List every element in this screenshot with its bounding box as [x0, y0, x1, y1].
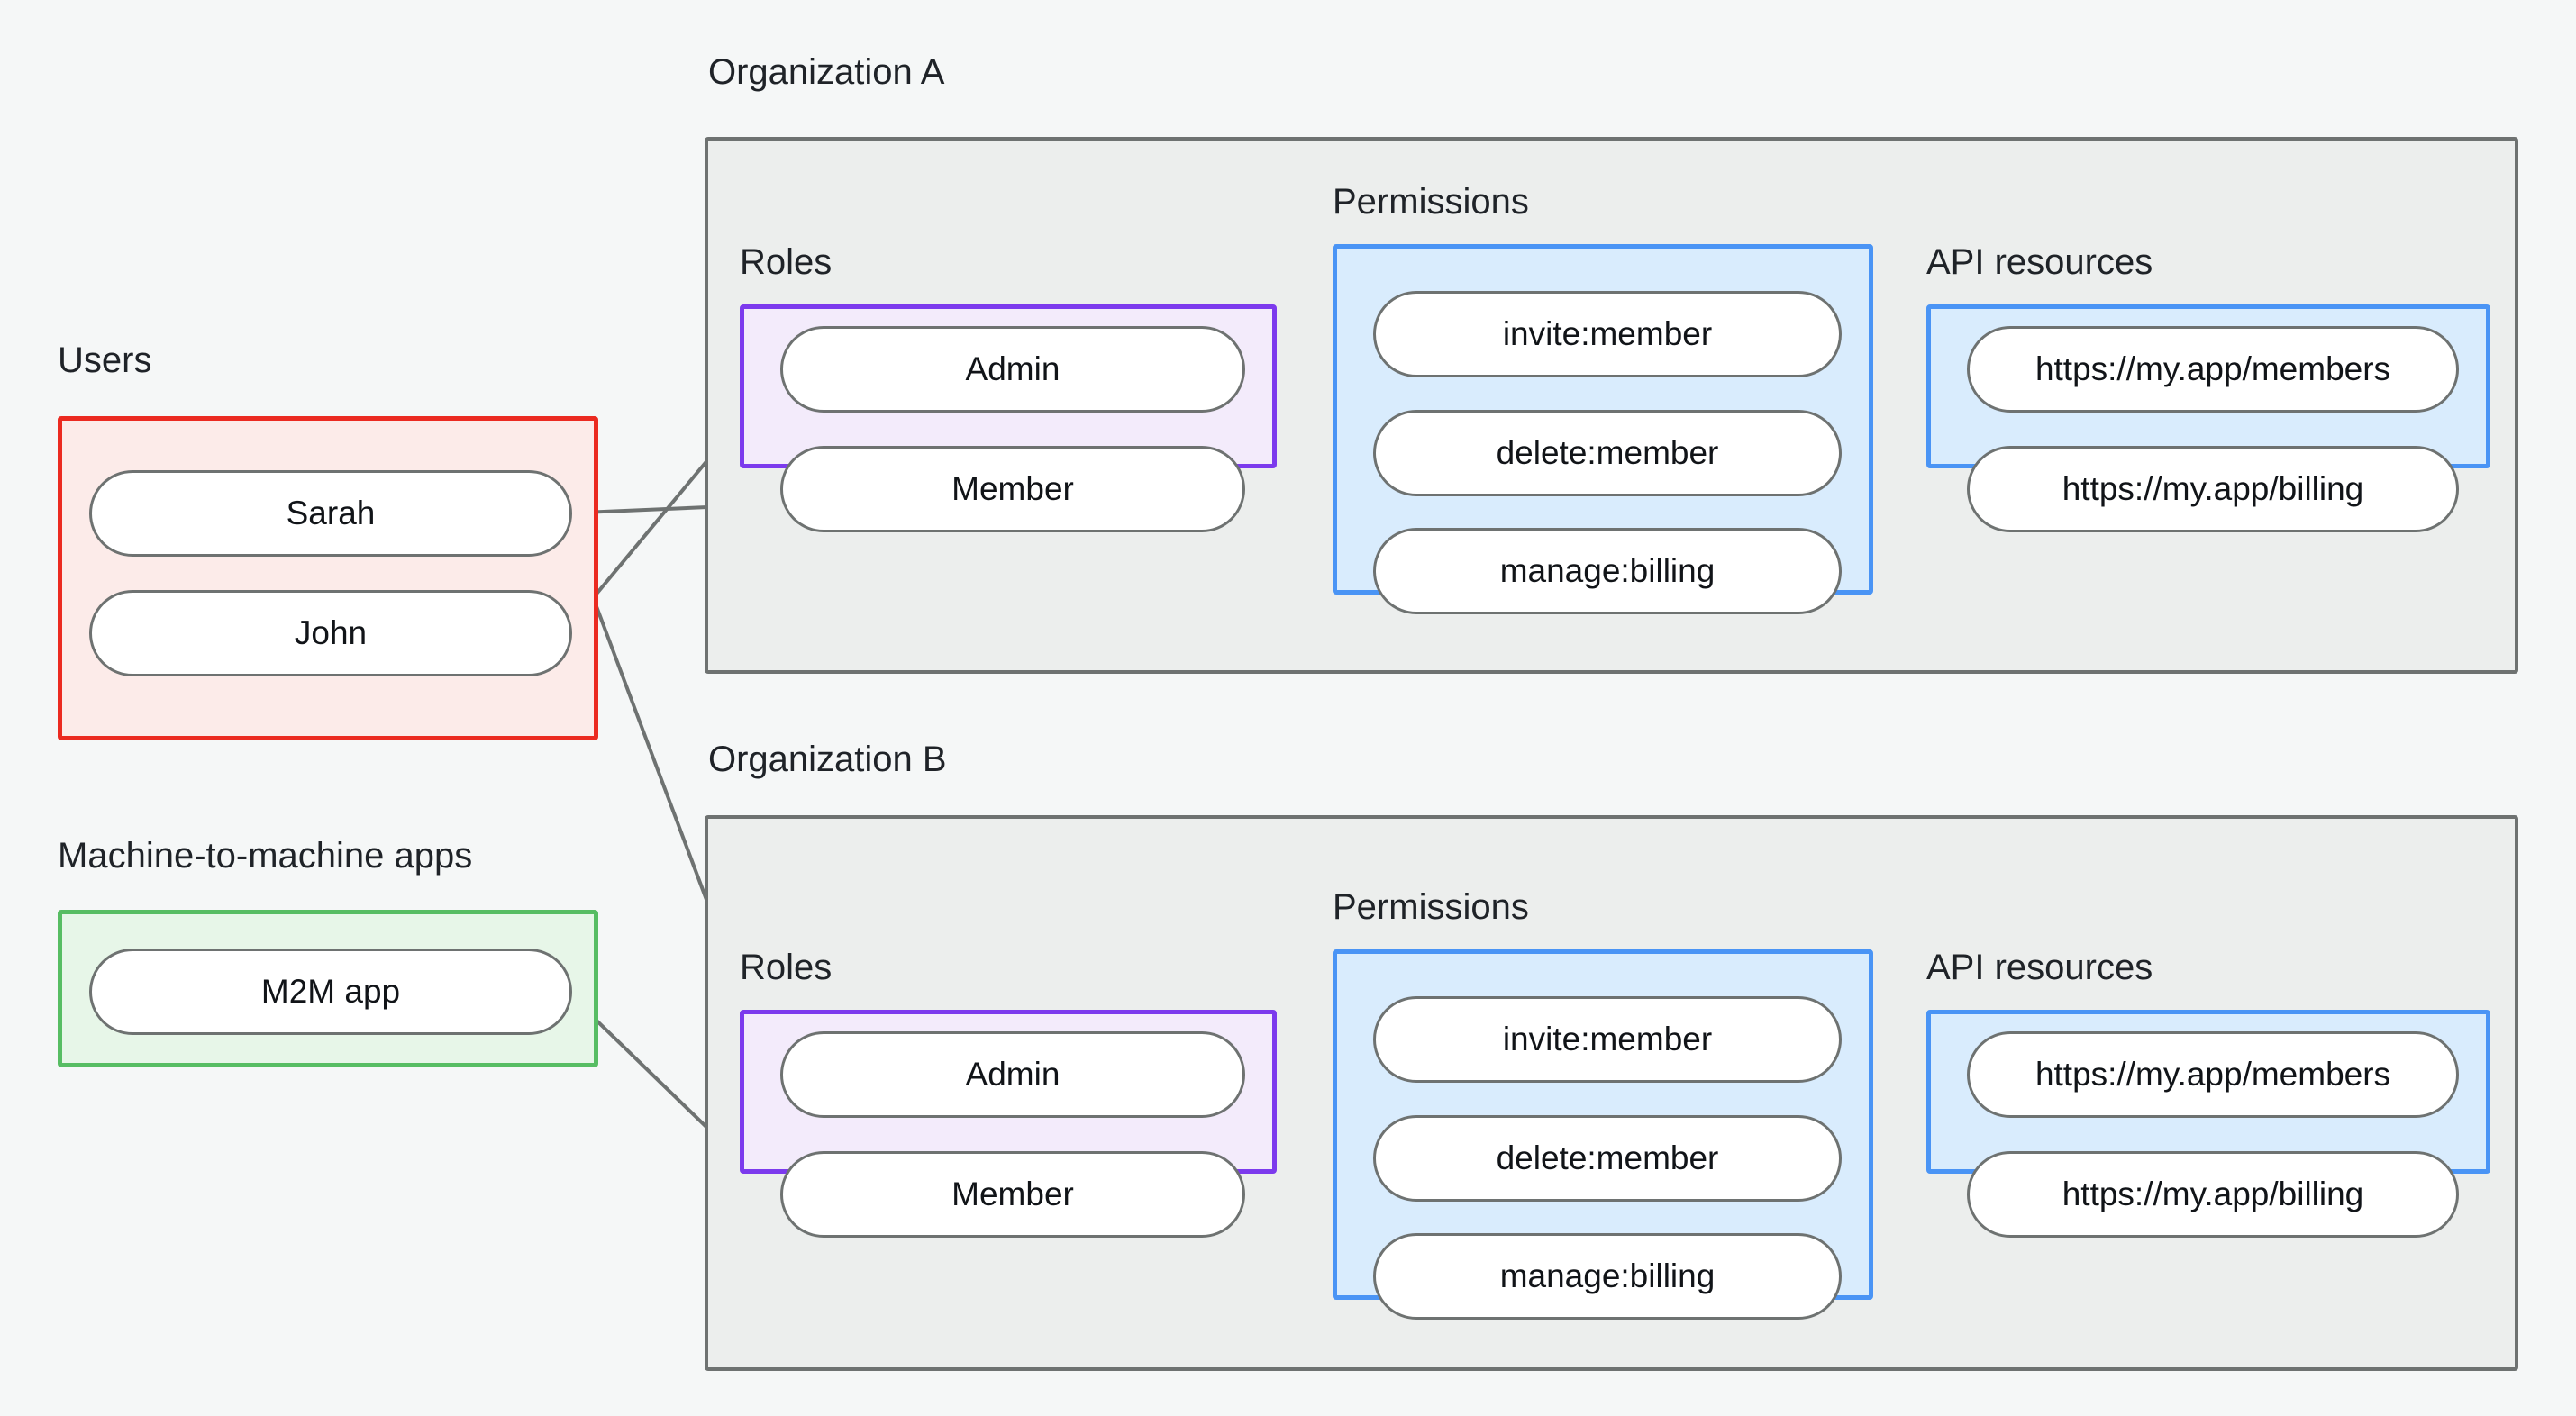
user-pill-john[interactable]: John	[89, 590, 572, 676]
org-b-api-label-members: https://my.app/members	[2034, 1056, 2391, 1093]
user-pill-sarah[interactable]: Sarah	[89, 470, 572, 557]
org-b-permission-label-billing: manage:billing	[1499, 1257, 1716, 1294]
org-b-permission-pill-invite[interactable]: invite:member	[1373, 996, 1842, 1083]
org-b-role-pill-admin[interactable]: Admin	[780, 1031, 1245, 1118]
org-a-roles-label: Roles	[740, 242, 833, 282]
org-a-role-label-member: Member	[951, 470, 1074, 507]
org-a-api-label-members: https://my.app/members	[2034, 350, 2391, 387]
org-a-api-container: https://my.app/members https://my.app/bi…	[1926, 304, 2490, 532]
users-group-label: Users	[58, 340, 152, 380]
m2m-label-app: M2M app	[260, 973, 401, 1010]
org-b-roles-container: Admin Member	[740, 1010, 1277, 1238]
org-b-api-pill-members[interactable]: https://my.app/members	[1967, 1031, 2459, 1118]
user-label-sarah: Sarah	[286, 495, 376, 531]
org-b-permissions-container: invite:member delete:member manage:billi…	[1333, 949, 1873, 1320]
org-b-permission-pill-delete[interactable]: delete:member	[1373, 1115, 1842, 1202]
org-b-role-label-member: Member	[951, 1175, 1074, 1212]
org-b-api-label-billing: https://my.app/billing	[2062, 1175, 2364, 1212]
org-b-roles-label: Roles	[740, 948, 833, 987]
org-b-api-container: https://my.app/members https://my.app/bi…	[1926, 1010, 2490, 1238]
org-a-api-label: API resources	[1926, 242, 2153, 282]
org-b-api-pill-billing[interactable]: https://my.app/billing	[1967, 1151, 2459, 1238]
org-a-permissions-container: invite:member delete:member manage:billi…	[1333, 244, 1873, 614]
org-b-title: Organization B	[708, 740, 947, 779]
org-b-api-label: API resources	[1926, 948, 2153, 987]
org-a-role-pill-admin[interactable]: Admin	[780, 326, 1245, 413]
org-a-api-label-billing: https://my.app/billing	[2062, 470, 2364, 507]
user-label-john: John	[294, 614, 368, 651]
m2m-container: M2M app	[58, 910, 598, 1067]
org-a-container: Roles Admin Member Permissions invite:me…	[705, 137, 2518, 674]
org-a-permission-pill-invite[interactable]: invite:member	[1373, 291, 1842, 377]
org-a-permission-pill-delete[interactable]: delete:member	[1373, 410, 1842, 496]
org-a-title: Organization A	[708, 52, 945, 92]
org-b-permissions-label: Permissions	[1333, 887, 1529, 927]
org-a-permissions-label: Permissions	[1333, 182, 1529, 222]
org-a-permission-label-invite: invite:member	[1502, 315, 1713, 352]
org-a-api-pill-members[interactable]: https://my.app/members	[1967, 326, 2459, 413]
org-a-permission-label-delete: delete:member	[1496, 434, 1719, 471]
m2m-pill-app[interactable]: M2M app	[89, 949, 572, 1035]
users-container: Sarah John	[58, 416, 598, 740]
org-b-permission-label-invite: invite:member	[1502, 1021, 1713, 1057]
org-b-role-pill-member[interactable]: Member	[780, 1151, 1245, 1238]
org-a-permission-pill-billing[interactable]: manage:billing	[1373, 528, 1842, 614]
org-a-permission-label-billing: manage:billing	[1499, 552, 1716, 589]
org-b-role-label-admin: Admin	[965, 1056, 1060, 1093]
org-a-role-label-admin: Admin	[965, 350, 1060, 387]
org-b-permission-label-delete: delete:member	[1496, 1139, 1719, 1176]
org-a-roles-container: Admin Member	[740, 304, 1277, 532]
org-b-container: Roles Admin Member Permissions invite:me…	[705, 815, 2518, 1371]
org-a-role-pill-member[interactable]: Member	[780, 446, 1245, 532]
m2m-group-label: Machine-to-machine apps	[58, 836, 473, 876]
org-b-permission-pill-billing[interactable]: manage:billing	[1373, 1233, 1842, 1320]
org-a-api-pill-billing[interactable]: https://my.app/billing	[1967, 446, 2459, 532]
